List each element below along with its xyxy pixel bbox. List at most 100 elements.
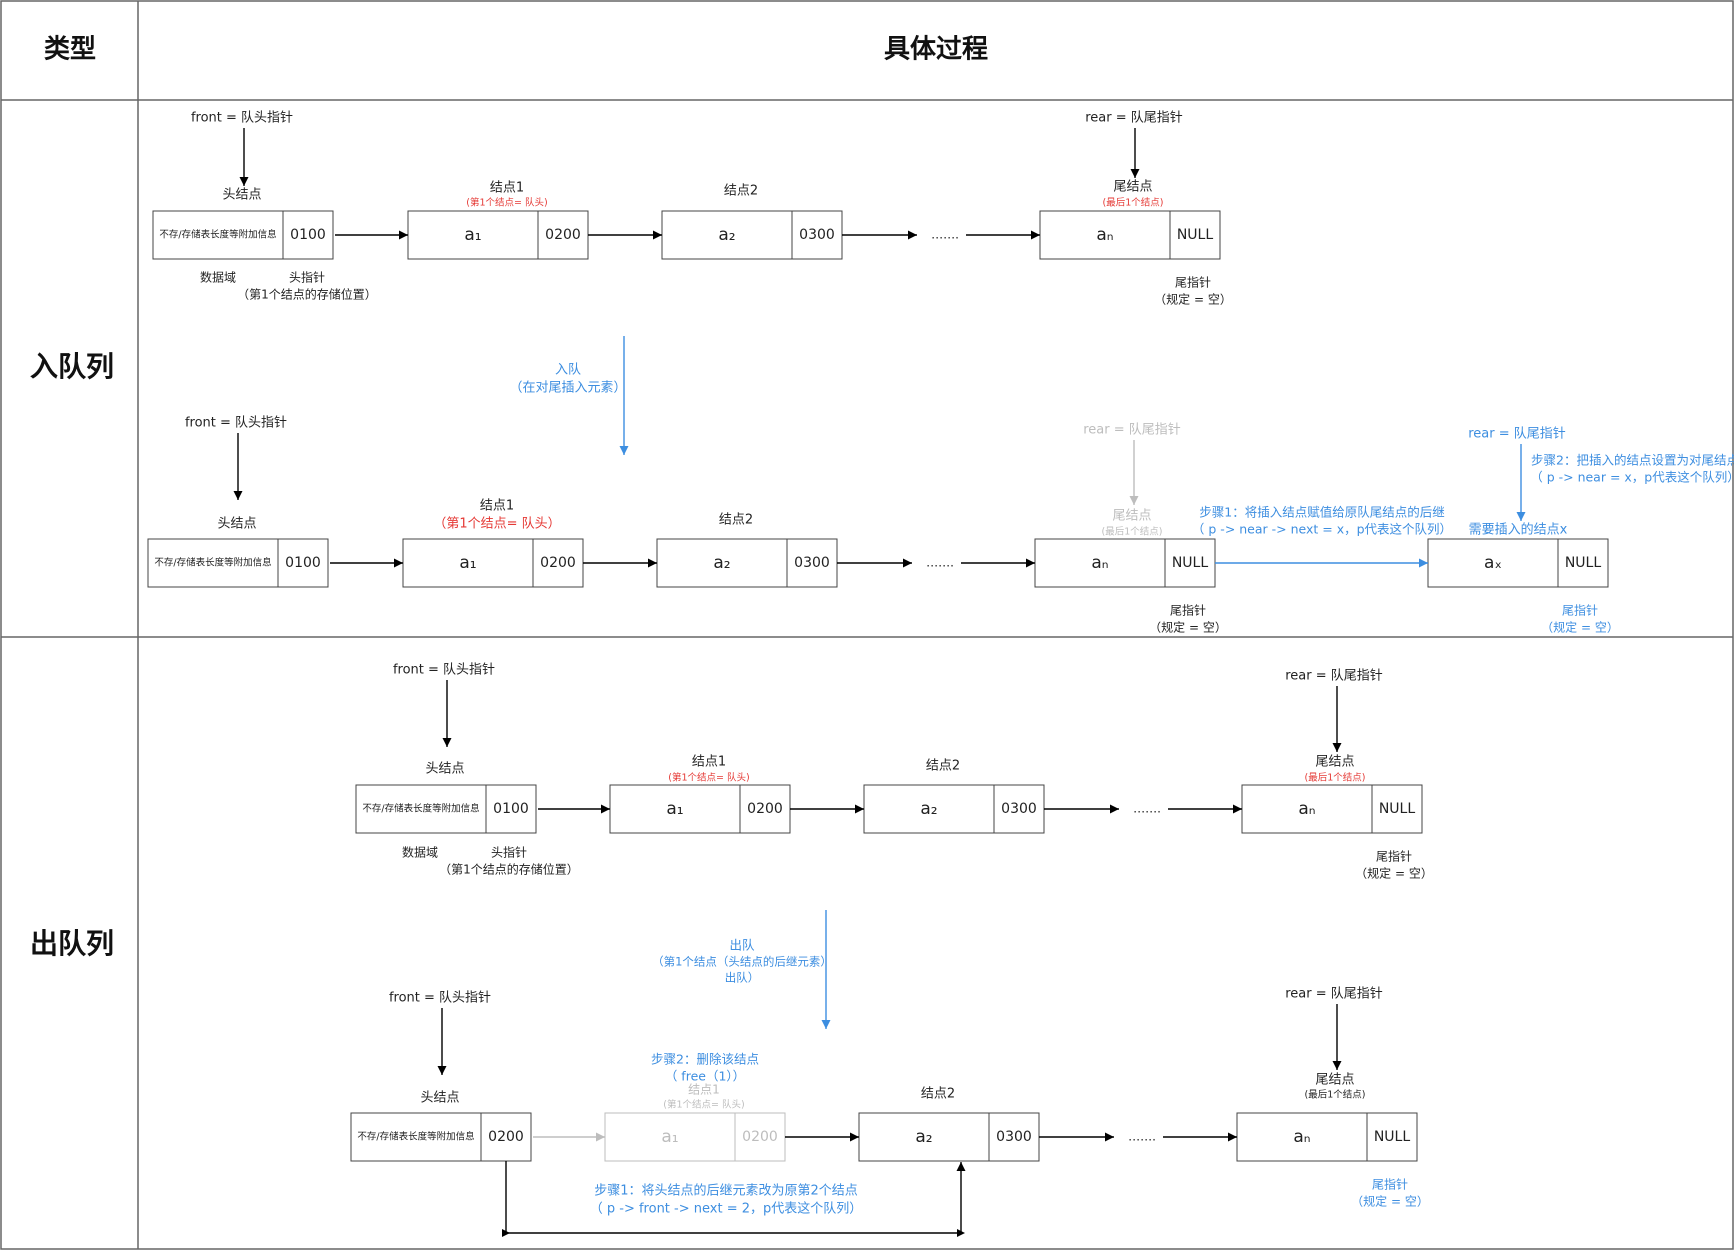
- deq1-node2-label: 结点2: [926, 759, 960, 774]
- deq1-rear-label: rear = 队尾指针: [1285, 669, 1383, 684]
- deq1-node1-pointer-cell: [739, 784, 791, 834]
- enq1-head-pointer-text: 0100: [290, 227, 326, 243]
- enq2-tail-ptr-sub: （规定 = 空）: [1149, 620, 1227, 635]
- deq2-noden-pointer-cell: [1366, 1112, 1418, 1162]
- enq1-tail-sub: (最后1个结点): [1103, 197, 1164, 209]
- enq2-noden-pointer-text: NULL: [1172, 555, 1209, 571]
- enq1-node1-pointer-text: 0200: [545, 227, 581, 243]
- enq2-new-node-data-cell: [1427, 538, 1559, 588]
- enq2-node1-sub: （第1个结点= 队头）: [433, 517, 560, 532]
- enq1-noden-data-text: aₙ: [1096, 225, 1113, 245]
- enq2-noden-data-text: aₙ: [1091, 553, 1108, 573]
- deq1-noden-pointer-cell: [1371, 784, 1423, 834]
- deq2-node1-pointer-text: 0200: [742, 1129, 778, 1145]
- dequeue-op-sub1: （第1个结点（头结点的后继元素）: [652, 955, 832, 969]
- enq2-node2-data-text: a₂: [713, 553, 730, 573]
- enq1-node2-data-text: a₂: [718, 225, 735, 245]
- deq1-head-ptr-sub: （第1个结点的存储位置）: [439, 862, 579, 877]
- deq2-tail-node-label: 尾结点: [1315, 1073, 1354, 1088]
- deq1-tail-sub: (最后1个结点): [1305, 772, 1366, 784]
- enq2-head-node-label: 头结点: [217, 517, 256, 532]
- deq1-head-ptr-label: 头指针: [491, 845, 527, 860]
- deq2-node1-pointer-cell: [734, 1112, 786, 1162]
- enq1-head-info-text: 不存/存储表长度等附加信息: [159, 229, 276, 241]
- deq2-head-info-cell: [350, 1112, 482, 1162]
- deq2-tail-ptr-sub: （规定 = 空）: [1351, 1194, 1429, 1209]
- enq1-noden-pointer-text: NULL: [1177, 227, 1214, 243]
- enq2-head-info-text: 不存/存储表长度等附加信息: [154, 557, 271, 569]
- enq1-node1-data-text: a₁: [464, 225, 481, 245]
- deq2-bypass-corner-tick: [957, 1229, 965, 1237]
- enq1-data-field-label: 数据域: [200, 270, 236, 285]
- deq1-tail-ptr-sub: （规定 = 空）: [1355, 866, 1433, 881]
- enq1-node1-label: 结点1: [490, 181, 524, 196]
- enq2-node1-data-cell: [402, 538, 534, 588]
- enq1-head-pointer-cell: [282, 210, 334, 260]
- deq1-node2-pointer-cell: [993, 784, 1045, 834]
- enqueue-op-sub: （在对尾插入元素）: [509, 381, 626, 396]
- enq2-new-node-data-text: aₓ: [1484, 553, 1502, 573]
- enq2-head-pointer-text: 0100: [285, 555, 321, 571]
- enq2-node1-pointer-text: 0200: [540, 555, 576, 571]
- enq1-node2-label: 结点2: [724, 184, 758, 199]
- enq2-new-tail-ptr-label: 尾指针: [1562, 603, 1598, 618]
- enq2-old-rear-label: rear = 队尾指针: [1083, 423, 1181, 438]
- deq2-noden-data-cell: [1236, 1112, 1368, 1162]
- enq2-head-pointer-cell: [277, 538, 329, 588]
- enq1-tail-ptr-label: 尾指针: [1175, 275, 1211, 290]
- enq1-node1-sub: (第1个结点= 队头): [466, 197, 547, 209]
- enq2-node2-pointer-cell: [786, 538, 838, 588]
- deq1-node1-sub: (第1个结点= 队头): [668, 772, 749, 784]
- enq1-tail-ptr-sub: （规定 = 空）: [1154, 292, 1232, 307]
- deq1-node1-pointer-text: 0200: [747, 801, 783, 817]
- enqueue-op-label: 入队: [555, 363, 581, 378]
- deq1-tail-node-label: 尾结点: [1315, 755, 1354, 770]
- deq2-head-info-text: 不存/存储表长度等附加信息: [357, 1131, 474, 1143]
- deq2-node1-data-text: a₁: [661, 1127, 678, 1147]
- deq1-node1-label: 结点1: [692, 755, 726, 770]
- deq2-step1-label: 步骤1：将头结点的后继元素改为原第2个结点: [594, 1183, 858, 1199]
- enq2-node2-data-cell: [656, 538, 788, 588]
- enq1-head-info-cell: [152, 210, 284, 260]
- deq2-node2-data-cell: [858, 1112, 990, 1162]
- deq1-tail-ptr-label: 尾指针: [1376, 849, 1412, 864]
- deq1-noden-data-cell: [1241, 784, 1373, 834]
- deq1-noden-pointer-text: NULL: [1379, 801, 1416, 817]
- process-column-header: 具体过程: [884, 35, 988, 65]
- enq1-head-node-label: 头结点: [222, 188, 261, 203]
- type-column-header: 类型: [44, 35, 96, 65]
- deq1-head-info-cell: [355, 784, 487, 834]
- enq2-step1-label: 步骤1：将插入结点赋值给原队尾结点的后继: [1199, 505, 1444, 520]
- enq2-noden-data-cell: [1034, 538, 1166, 588]
- enq2-tail-ptr-label: 尾指针: [1170, 603, 1206, 618]
- deq2-node1-sub: (第1个结点= 队头): [663, 1099, 744, 1111]
- enq2-front-label: front = 队头指针: [185, 416, 287, 431]
- deq2-rear-label: rear = 队尾指针: [1285, 987, 1383, 1002]
- deq2-node2-label: 结点2: [921, 1087, 955, 1102]
- deq2-tail-sub: (最后1个结点): [1305, 1089, 1366, 1101]
- deq2-node1-data-cell: [604, 1112, 736, 1162]
- enq1-dots: …….: [931, 228, 959, 242]
- deq1-head-pointer-cell: [485, 784, 537, 834]
- enq1-head-ptr-sub: （第1个结点的存储位置）: [237, 287, 377, 302]
- enq2-step2-label: 步骤2：把插入的结点设置为对尾结点: [1531, 453, 1734, 468]
- deq2-head-node-label: 头结点: [420, 1091, 459, 1106]
- enq1-front-label: front = 队头指针: [191, 111, 293, 126]
- deq2-bypass-start-tick: [502, 1229, 510, 1237]
- deq1-node1-data-text: a₁: [666, 799, 683, 819]
- deq2-node2-pointer-text: 0300: [996, 1129, 1032, 1145]
- dequeue-op-sub2: 出队）: [725, 971, 760, 985]
- enq2-step2-sub: （ p -> near = x，p代表这个队列）: [1530, 470, 1734, 485]
- enq2-new-tail-ptr-sub: （规定 = 空）: [1541, 620, 1619, 635]
- deq1-data-field-label: 数据域: [402, 845, 438, 860]
- deq1-dots: …….: [1133, 802, 1161, 816]
- deq2-dots: …….: [1128, 1130, 1156, 1144]
- deq2-node2-data-text: a₂: [915, 1127, 932, 1147]
- deq2-noden-pointer-text: NULL: [1374, 1129, 1411, 1145]
- deq2-head-pointer-text: 0200: [488, 1129, 524, 1145]
- deq1-head-pointer-text: 0100: [493, 801, 529, 817]
- deq2-tail-ptr-label: 尾指针: [1372, 1177, 1408, 1192]
